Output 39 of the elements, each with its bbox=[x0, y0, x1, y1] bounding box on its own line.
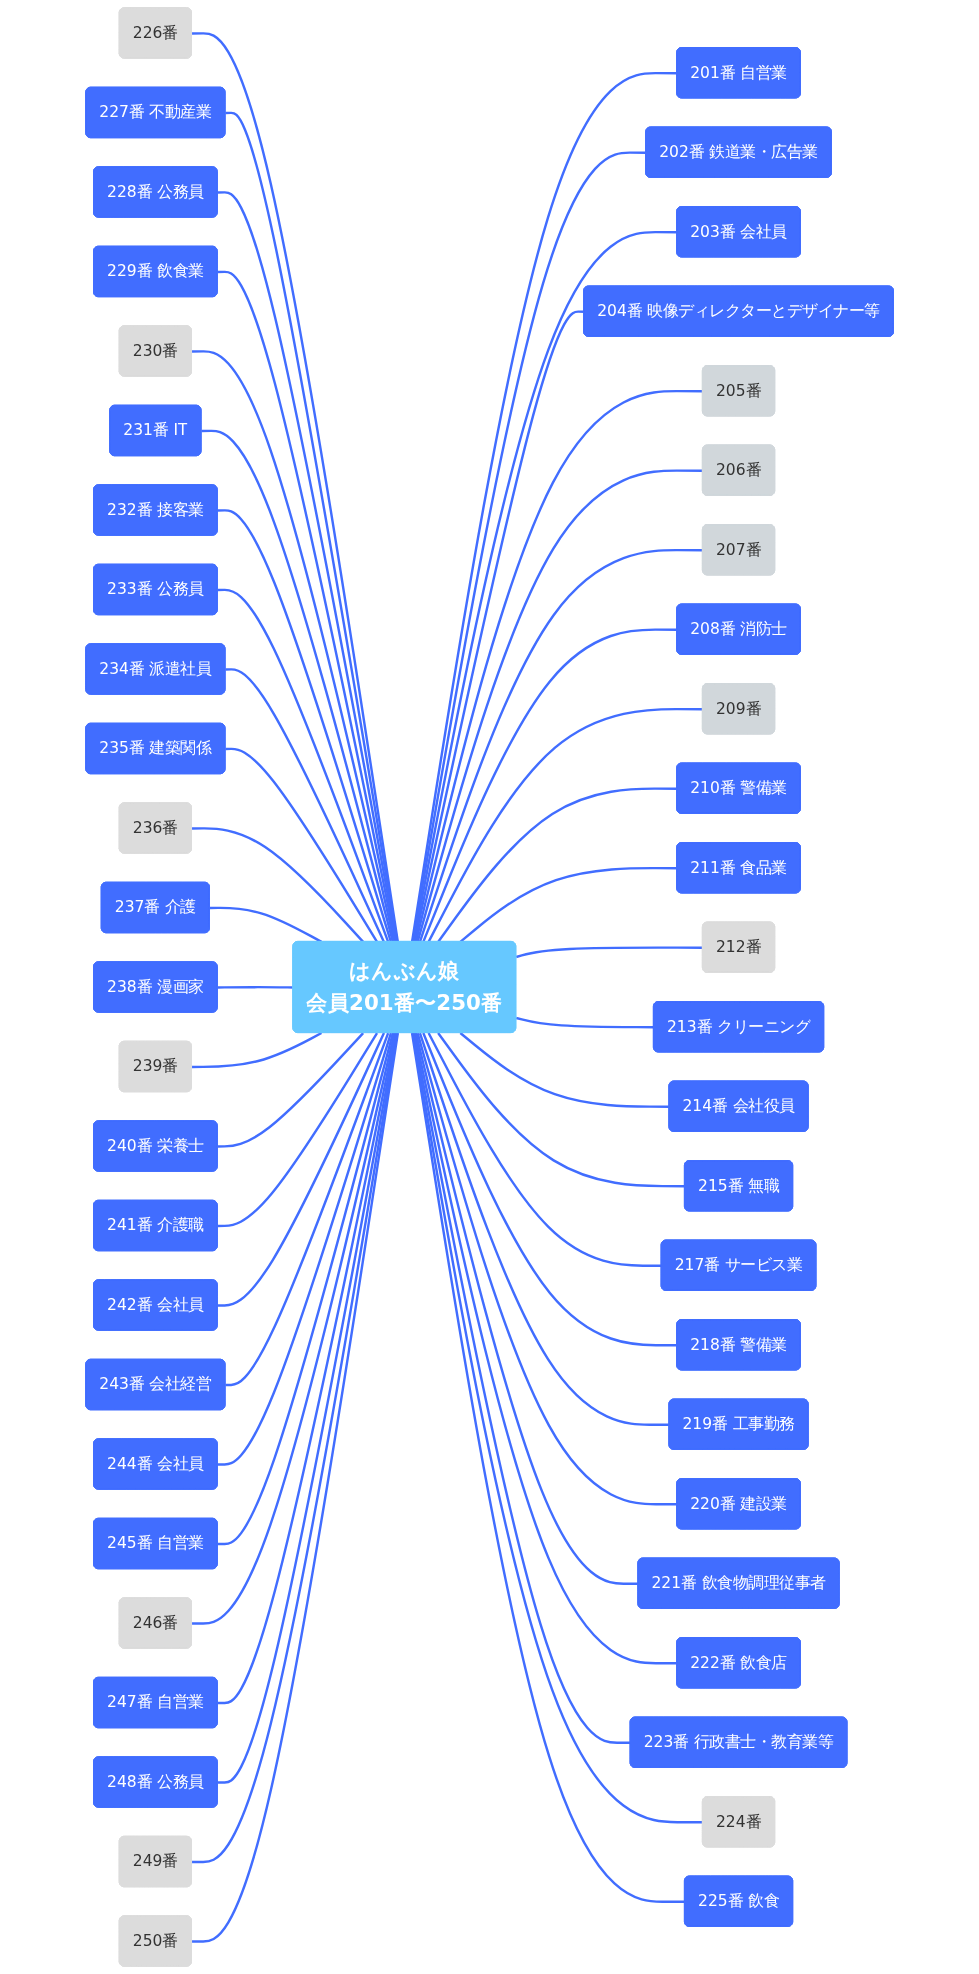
connector bbox=[217, 1032, 364, 1148]
connector bbox=[422, 1032, 678, 1347]
connector bbox=[191, 1032, 322, 1069]
connector bbox=[191, 350, 396, 943]
connector bbox=[217, 1032, 385, 1307]
connector bbox=[459, 866, 678, 943]
connector bbox=[217, 509, 392, 943]
connector bbox=[412, 230, 678, 943]
connector bbox=[418, 1032, 670, 1426]
connector bbox=[422, 628, 678, 943]
connector bbox=[191, 1032, 396, 1625]
connector bbox=[209, 906, 322, 943]
connector bbox=[416, 1032, 678, 1506]
connector bbox=[217, 1032, 394, 1546]
connector bbox=[418, 548, 703, 943]
connector bbox=[413, 310, 584, 943]
connector bbox=[411, 151, 646, 943]
connector bbox=[427, 1032, 662, 1267]
connector bbox=[427, 707, 703, 943]
connector bbox=[201, 429, 394, 943]
connector bbox=[414, 389, 703, 943]
connector bbox=[225, 668, 385, 943]
connector bbox=[414, 1032, 639, 1585]
connector bbox=[416, 469, 703, 943]
connector bbox=[217, 1032, 392, 1466]
connector bbox=[225, 747, 378, 943]
connector bbox=[225, 1032, 390, 1387]
connector bbox=[515, 1016, 654, 1029]
connector bbox=[515, 946, 703, 959]
connector bbox=[459, 1032, 670, 1108]
connector bbox=[410, 71, 678, 943]
connector bbox=[217, 588, 390, 943]
connector bbox=[413, 1032, 678, 1665]
connector bbox=[437, 1032, 685, 1188]
connector bbox=[191, 827, 364, 943]
connector bbox=[217, 985, 294, 989]
connector bbox=[217, 1032, 378, 1228]
connector bbox=[191, 32, 399, 943]
connector bbox=[437, 787, 678, 943]
